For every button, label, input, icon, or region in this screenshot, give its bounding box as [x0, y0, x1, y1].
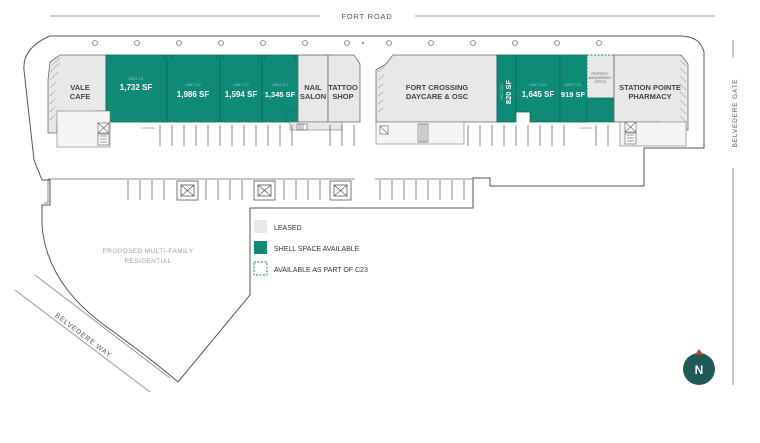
legend-part-swatch [253, 261, 268, 276]
unit-c3-code: UNIT C3 [233, 82, 249, 87]
stair-west [97, 122, 110, 146]
unit-c1-code: UNIT C1 [128, 76, 144, 81]
legend-shell-swatch [254, 241, 267, 254]
unit-c22-area: 1,645 SF [522, 90, 555, 99]
unit-c23-code: UNIT C23 [500, 84, 504, 100]
unit-c2-code: UNIT C2 [185, 82, 201, 87]
unit-c21-code: UNIT C21 [564, 82, 582, 87]
tattoo-shop-line2: SHOP [332, 92, 353, 101]
building-west [47, 54, 361, 148]
vale-cafe-line2: CAFE [70, 92, 90, 101]
loading-label-west: LOADING [141, 126, 155, 130]
unit-tattoo-shop[interactable] [327, 54, 361, 123]
legend-shell-label: SHELL SPACE AVAILABLE [274, 246, 360, 253]
pharmacy-line2: PHARMACY [628, 92, 671, 101]
parking-islands [176, 180, 352, 201]
daycare-line1: FORT CROSSING [406, 83, 469, 92]
unit-c3-area: 1,594 SF [225, 90, 258, 99]
fort-road-label: FORT ROAD [341, 12, 392, 21]
stair-east [379, 121, 637, 145]
stair-west-2 [296, 123, 308, 131]
site-boundary [23, 35, 705, 383]
legend-leased-swatch [254, 220, 267, 233]
legend-leased-label: LEASED [274, 225, 302, 232]
unit-c4-code: UNIT C4 [272, 82, 288, 87]
building-east [375, 54, 689, 147]
unit-c4-corridor [285, 109, 299, 123]
vale-cafe-patio [49, 57, 61, 121]
road-lines [14, 15, 734, 393]
east-daycare-patio [377, 65, 386, 113]
unit-c2-area: 1,986 SF [177, 90, 210, 99]
unit-c22-code: UNIT C22 [529, 82, 547, 87]
daycare-line2: DAYCARE & OSC [406, 92, 469, 101]
unit-c21-area: 919 SF [561, 90, 586, 99]
pm-office-line3: OFFICE [594, 80, 606, 84]
residential-line2: RESIDENTIAL [124, 258, 171, 265]
parking-rear [159, 125, 609, 146]
legend-part-label: AVAILABLE AS PART OF C23 [274, 267, 368, 274]
unit-pm-office[interactable] [586, 54, 615, 99]
unit-c2[interactable] [166, 54, 221, 123]
nail-salon-line1: NAIL [304, 83, 322, 92]
unit-nail-salon[interactable] [297, 54, 329, 123]
legend: LEASED SHELL SPACE AVAILABLE AVAILABLE A… [253, 220, 368, 276]
north-arrow-tip-icon [695, 349, 703, 355]
tattoo-shop-line1: TATTOO [328, 83, 358, 92]
loading-label-east: LOADING [579, 126, 593, 130]
light-pole-small [362, 42, 364, 44]
north-arrow-label: N [695, 363, 704, 377]
pm-office-line2: MANAGEMENT [589, 76, 612, 80]
unit-c1-area: 1,732 SF [120, 83, 153, 92]
belvedere-gate-label: BELVEDERE GATE [732, 79, 739, 148]
pharmacy-patio [679, 59, 687, 123]
north-arrow: N [683, 349, 715, 385]
light-poles [92, 40, 602, 46]
residential-line1: PROPOSED MULTI-FAMILY [103, 248, 194, 255]
entry-ticks-west [109, 55, 296, 60]
nail-salon-line2: SALON [300, 92, 326, 101]
parking-south [127, 180, 465, 200]
unit-c3[interactable] [219, 54, 263, 123]
pharmacy-line1: STATION POINTE [619, 83, 681, 92]
curb-lines [44, 178, 472, 204]
vale-cafe-line1: VALE [70, 83, 89, 92]
unit-c23-area: 820 SF [504, 79, 513, 104]
unit-c22[interactable] [515, 54, 561, 123]
unit-c21[interactable] [559, 54, 588, 123]
pm-office-line1: PROPERTY [591, 72, 609, 76]
unit-c1[interactable] [105, 54, 168, 123]
unit-c21-rear [586, 97, 615, 123]
unit-c4-area: 1,345 SF [265, 90, 296, 99]
